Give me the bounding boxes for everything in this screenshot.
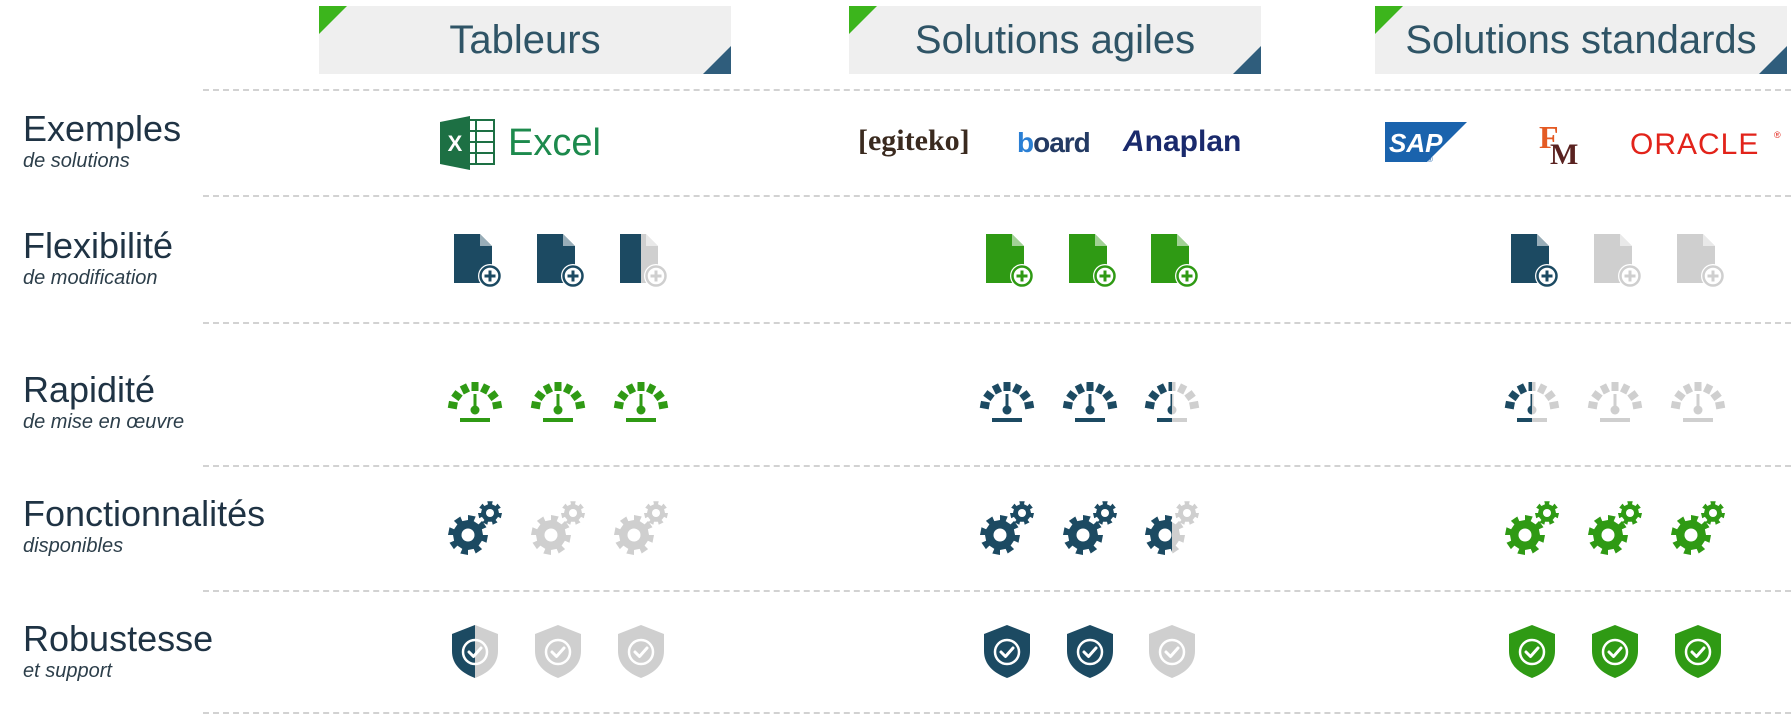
gears-icon (1588, 501, 1642, 555)
row-subtitle: disponibles (23, 535, 124, 557)
shield-check-icon (452, 625, 498, 678)
excel-logo-x: X (448, 131, 463, 156)
document-add-icon (1511, 234, 1559, 287)
corner-accent-blue (1233, 46, 1261, 74)
column-label: Solutions agiles (914, 17, 1196, 62)
corner-accent-blue (703, 46, 731, 74)
anaplan-logo-rest: naplan (1145, 125, 1242, 158)
document-add-icon (1069, 234, 1117, 287)
shield-check-icon (535, 625, 581, 678)
egiteko-text: [egiteko] (858, 124, 970, 157)
speedometer-icon (530, 382, 586, 422)
oracle-logo: ORACLE ® (1630, 128, 1781, 160)
corner-accent-green (849, 6, 877, 34)
gears-icon (1063, 501, 1117, 555)
row-label-exemples: Exemples de solutions (23, 109, 181, 173)
excel-logo: X Excel (440, 116, 601, 170)
row-label-fonctionnalites: Fonctionnalités disponibles (23, 494, 265, 558)
oracle-registered: ® (1774, 130, 1781, 140)
row-title: Rapidité (23, 369, 156, 410)
row-subtitle: de solutions (23, 150, 130, 172)
anaplan-logo-a: A (1122, 125, 1145, 158)
row-divider (203, 712, 1791, 714)
row-divider (203, 195, 1791, 197)
document-add-icon (1677, 234, 1725, 287)
gears-icon (1505, 501, 1559, 555)
row-subtitle: de mise en œuvre (23, 411, 185, 433)
gears-icon (448, 501, 502, 555)
sap-registered: ® (1427, 155, 1433, 164)
excel-logo-text: Excel (508, 122, 601, 164)
speedometer-icon (1587, 382, 1643, 422)
fm-logo-m: M (1550, 138, 1578, 168)
corner-accent-green (319, 6, 347, 34)
gears-icon (980, 501, 1034, 555)
column-header-solutions-standards: Solutions standards (1375, 6, 1787, 74)
speedometer-icon (1670, 382, 1726, 422)
speedometer-icon (1504, 382, 1560, 422)
gears-icon (1671, 501, 1725, 555)
gears-icon (614, 501, 668, 555)
board-logo-b: b (1017, 127, 1033, 158)
sap-logo: SAP ® (1385, 122, 1467, 164)
anaplan-logo: Anaplan (1122, 125, 1241, 158)
gears-icon (1145, 501, 1199, 555)
shield-check-icon (1592, 625, 1638, 678)
row-label-flexibilite: Flexibilité de modification (23, 226, 173, 290)
svg-text:Anaplan: Anaplan (1122, 125, 1241, 158)
row-divider (203, 590, 1791, 592)
row-title: Exemples (23, 108, 182, 149)
column-header-solutions-agiles: Solutions agiles (849, 6, 1261, 74)
document-add-icon (537, 234, 585, 287)
oracle-logo-text: ORACLE (1630, 128, 1759, 160)
svg-text:board: board (1017, 127, 1090, 158)
row-divider (203, 322, 1791, 324)
row-title: Flexibilité (23, 225, 174, 266)
row-subtitle: de modification (23, 267, 158, 289)
column-header-tableurs: Tableurs (319, 6, 731, 74)
row-title: Fonctionnalités (23, 493, 266, 534)
column-label: Solutions standards (1405, 17, 1757, 62)
shield-check-icon (984, 625, 1030, 678)
sap-logo-text: SAP (1389, 128, 1443, 158)
fm-logo: F M (1539, 119, 1578, 168)
row-label-robustesse: Robustesse et support (23, 619, 213, 683)
fm-logo-f: F (1539, 119, 1559, 155)
shield-check-icon (618, 625, 664, 678)
document-add-icon (1594, 234, 1642, 287)
document-add-icon (454, 234, 502, 287)
column-label: Tableurs (449, 17, 601, 62)
row-title: Robustesse (23, 618, 214, 659)
board-logo: board (1017, 127, 1091, 158)
shield-check-icon (1149, 625, 1195, 678)
document-add-icon (1151, 234, 1199, 287)
corner-accent-blue (1759, 46, 1787, 74)
row-divider (203, 465, 1791, 467)
shield-check-icon (1675, 625, 1721, 678)
egiteko-logo: [egiteko] (858, 124, 970, 157)
gears-icon (531, 501, 585, 555)
row-divider (203, 89, 1791, 91)
board-logo-rest: oard (1033, 127, 1090, 158)
speedometer-icon (613, 382, 669, 422)
speedometer-icon (447, 382, 503, 422)
shield-check-icon (1067, 625, 1113, 678)
document-add-icon (620, 234, 668, 287)
shield-check-icon (1509, 625, 1555, 678)
speedometer-icon (1144, 382, 1200, 422)
speedometer-icon (979, 382, 1035, 422)
corner-accent-green (1375, 6, 1403, 34)
speedometer-icon (1062, 382, 1118, 422)
document-add-icon (986, 234, 1034, 287)
row-subtitle: et support (23, 660, 112, 682)
row-label-rapidite: Rapidité de mise en œuvre (23, 370, 184, 434)
